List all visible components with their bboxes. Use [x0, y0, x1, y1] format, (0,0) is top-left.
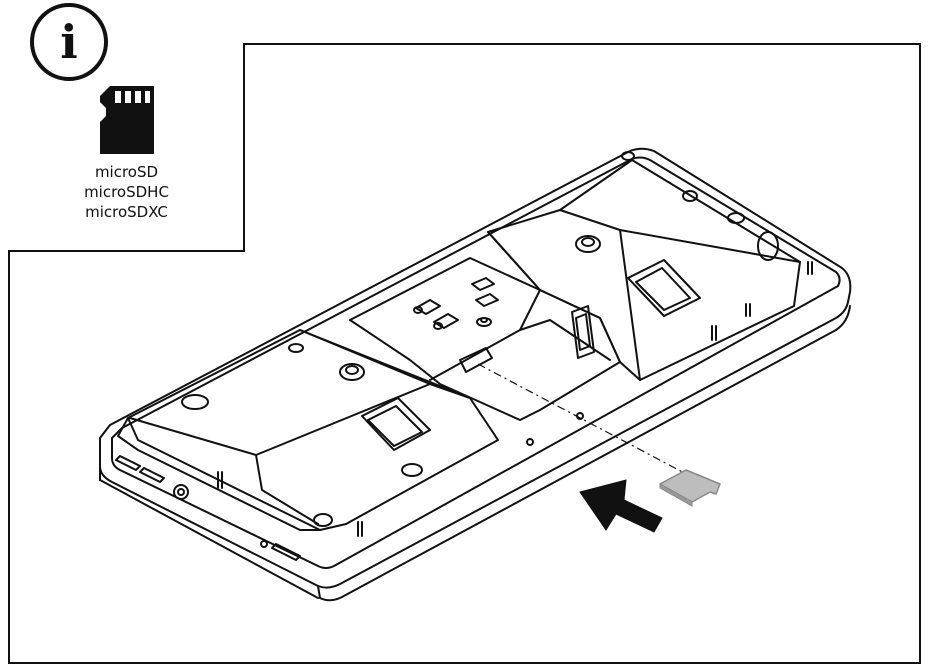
right-deck [487, 159, 801, 381]
microsd-card [659, 469, 721, 507]
housing-outline [99, 147, 852, 589]
info-icon: i [30, 3, 108, 81]
left-slot [361, 397, 431, 451]
illustration-frame [8, 43, 921, 664]
card-type-microsdxc: microSDXC [85, 203, 168, 221]
info-symbol: i [60, 15, 78, 69]
right-slot [627, 259, 701, 317]
insertion-path-line [477, 363, 691, 477]
card-type-microsd: microSD [94, 163, 159, 181]
sd-compartment [349, 257, 621, 421]
microsd-card-icon [100, 86, 154, 154]
card-type-microsdhc: microSDHC [84, 183, 169, 201]
housing-rim [111, 156, 841, 569]
card-type-list: microSD microSDHC microSDXC [8, 162, 245, 222]
insert-arrow-icon [579, 479, 663, 533]
